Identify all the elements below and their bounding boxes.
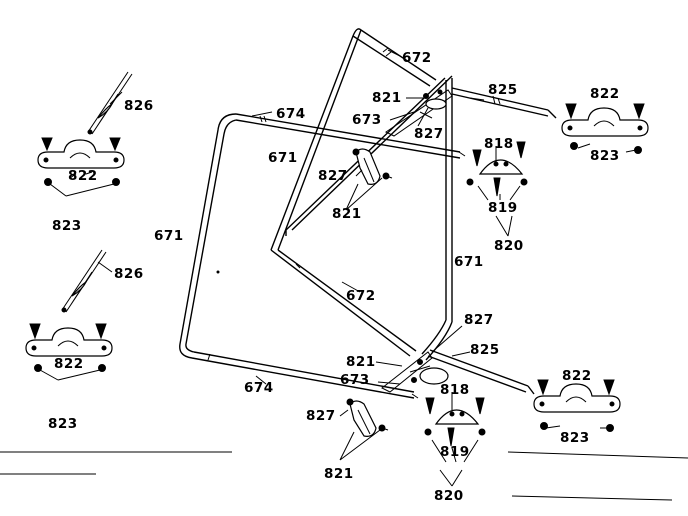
label-671-left: 671 (154, 228, 184, 244)
bracket-818-lower (424, 397, 486, 447)
hook-826-upper (87, 71, 133, 135)
part-labels: 672 825 826 822 821 673 827 674 818 822 … (48, 50, 620, 504)
label-827-lower-mid: 827 (306, 408, 336, 424)
label-672-lower: 672 (346, 288, 376, 304)
tube-672-lower (270, 249, 417, 357)
rod-825-upper (451, 87, 557, 119)
hook-826-lower (61, 249, 107, 313)
leader-lines (39, 49, 637, 487)
label-822-top-left: 822 (68, 168, 98, 184)
crimp-marks (207, 47, 501, 399)
label-823-top-right: 823 (590, 148, 620, 164)
label-827-top: 827 (414, 126, 444, 142)
label-827-mid-upper: 827 (318, 168, 348, 184)
label-673-top: 673 (352, 112, 382, 128)
label-822-top-right: 822 (590, 86, 620, 102)
clamp-821-lower (346, 398, 389, 437)
strap-822-left-upper (37, 137, 125, 186)
tube-671-left (179, 113, 237, 359)
upper-fitting-821 (385, 89, 453, 137)
clamp-821-upper (352, 148, 393, 185)
strap-822-right-upper (561, 103, 649, 154)
strap-822-left-lower (25, 323, 113, 372)
lower-fitting-821 (381, 351, 449, 393)
label-821-top: 821 (372, 90, 402, 106)
label-818-lower: 818 (440, 382, 470, 398)
label-823-lower-left: 823 (48, 416, 78, 432)
tube-672-upper (270, 28, 437, 251)
label-825-top: 825 (488, 82, 518, 98)
sketch-lines (0, 270, 688, 501)
label-674-top: 674 (276, 106, 306, 122)
label-823-lower-right: 823 (560, 430, 590, 446)
label-671-upper: 671 (268, 150, 298, 166)
label-823-top-left: 823 (52, 218, 82, 234)
tube-671-right (421, 78, 453, 361)
tube-671-diagonal (285, 75, 453, 236)
strap-822-right-lower (533, 379, 621, 432)
tube-674-upper (235, 113, 461, 159)
label-819-lower: 819 (440, 444, 470, 460)
label-818-top: 818 (484, 136, 514, 152)
label-821-mid-upper: 821 (332, 206, 362, 222)
label-672-top: 672 (402, 50, 432, 66)
label-826-lower: 826 (114, 266, 144, 282)
label-827-lower-right: 827 (464, 312, 494, 328)
label-820-lower: 820 (434, 488, 464, 504)
label-674-lower: 674 (244, 380, 274, 396)
frame-tubes (179, 28, 557, 399)
label-673-lower: 673 (340, 372, 370, 388)
label-822-lower-right: 822 (562, 368, 592, 384)
label-826-top: 826 (124, 98, 154, 114)
rod-825-lower (427, 349, 535, 395)
label-821-lower-left: 821 (346, 354, 376, 370)
label-822-lower-left: 822 (54, 356, 84, 372)
label-819-top: 819 (488, 200, 518, 216)
tube-674-lower (191, 351, 415, 399)
label-821-lower-mid: 821 (324, 466, 354, 482)
label-820-top: 820 (494, 238, 524, 254)
label-671-right: 671 (454, 254, 484, 270)
label-825-lower: 825 (470, 342, 500, 358)
